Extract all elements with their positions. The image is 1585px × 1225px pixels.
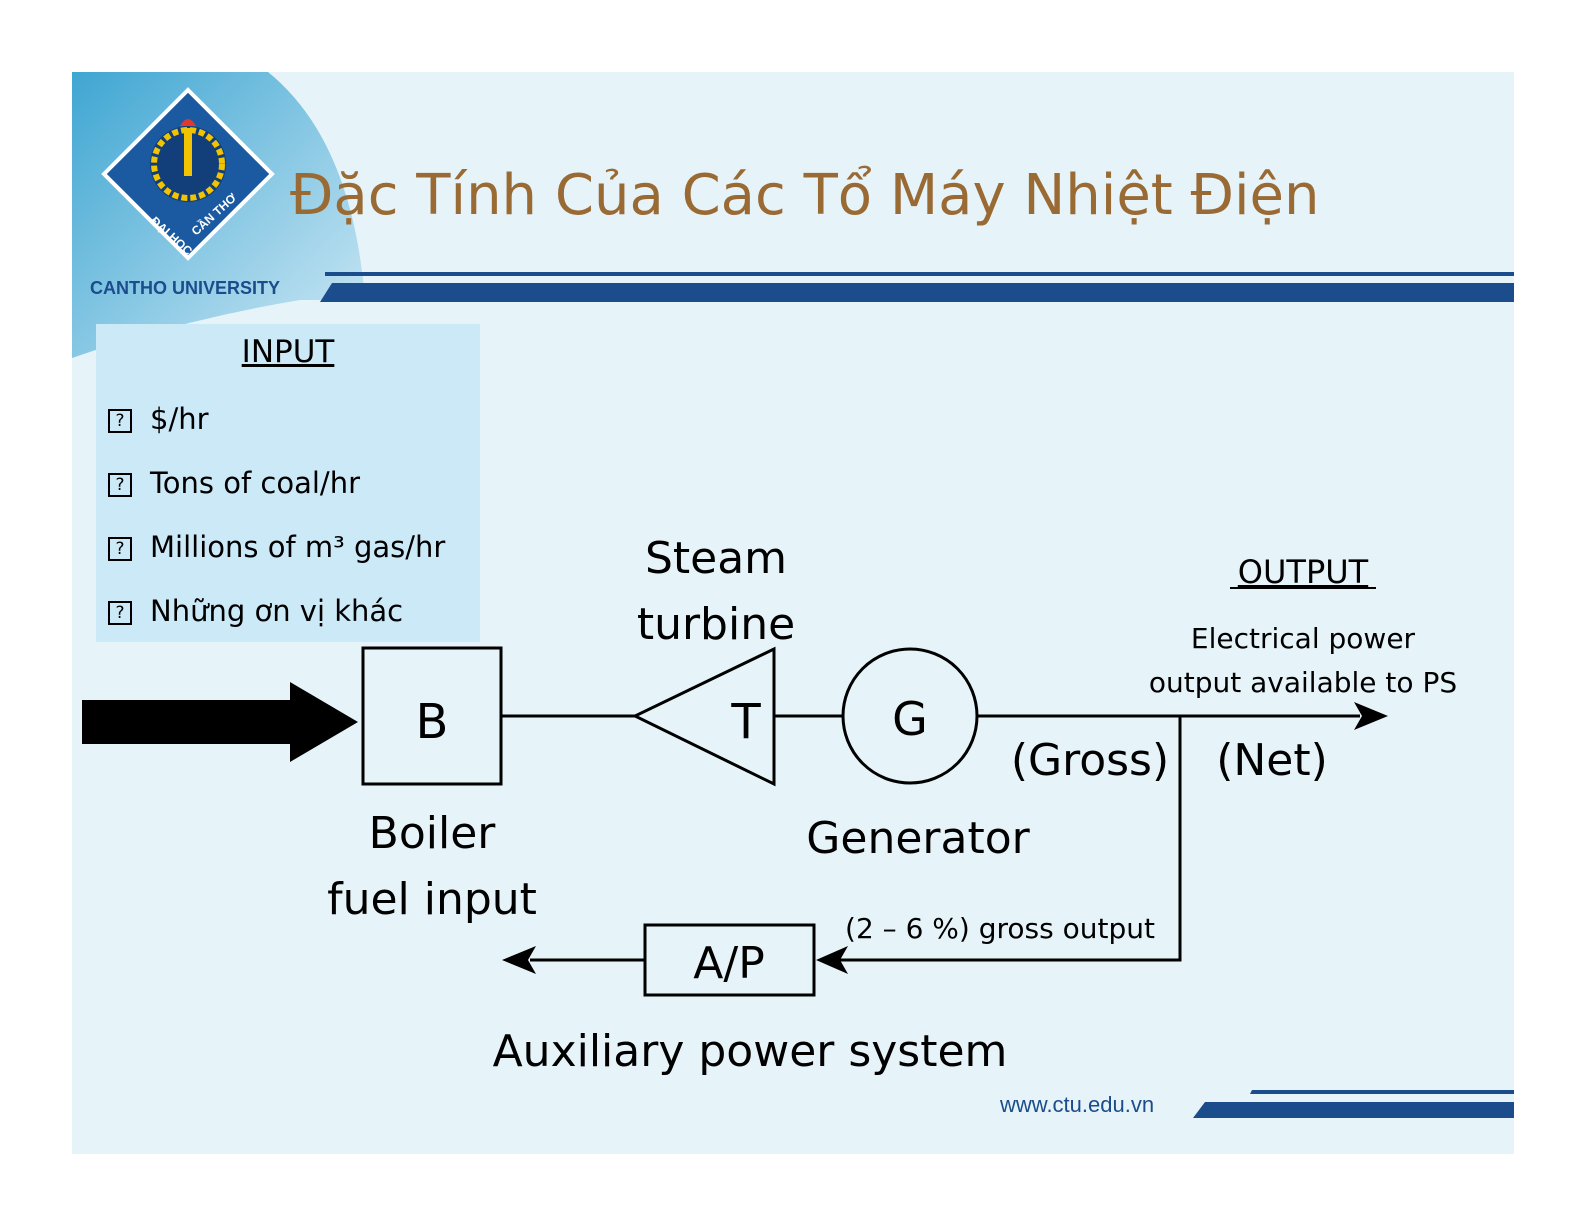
input-heading: INPUT xyxy=(241,334,335,370)
output-heading: OUTPUT xyxy=(1238,553,1369,591)
generator-label: Generator xyxy=(806,813,1030,864)
input-item-coal: ? Tons of coal/hr xyxy=(108,466,360,500)
missing-glyph-icon: ? xyxy=(108,473,132,497)
auxiliary-feed-label: (2 – 6 %) gross output xyxy=(845,912,1155,945)
auxiliary-feed-arrowhead xyxy=(816,946,848,974)
auxiliary-letter: A/P xyxy=(693,938,764,989)
power-plant-diagram: B Boiler fuel input T Steam turbine G Ge… xyxy=(82,533,1457,1077)
output-arrowhead xyxy=(1354,702,1388,730)
university-name: CANTHO UNIVERSITY xyxy=(90,278,280,298)
input-panel: INPUT ? $/hr ? Tons of coal/hr ? Millions o… xyxy=(96,324,480,642)
header-thin-line xyxy=(325,272,1514,276)
turbine-letter: T xyxy=(730,694,761,750)
input-item-gas: ? Millions of m³ gas/hr xyxy=(108,530,445,564)
output-description-line2: output available to PS xyxy=(1149,666,1457,699)
header-band xyxy=(320,283,1514,302)
fuel-input-arrow xyxy=(82,682,358,762)
website-url: www.ctu.edu.vn xyxy=(999,1092,1154,1117)
input-item-label: Millions of m³ gas/hr xyxy=(150,530,446,564)
input-item-label: $/hr xyxy=(150,402,209,436)
gross-label: (Gross) xyxy=(1011,735,1169,786)
boiler-letter: B xyxy=(416,694,449,750)
input-item-label: Những ơn vị khác xyxy=(150,594,404,628)
auxiliary-label: Auxiliary power system xyxy=(493,1026,1008,1077)
auxiliary-output-arrowhead xyxy=(502,946,536,974)
footer: www.ctu.edu.vn xyxy=(999,1090,1514,1118)
page-title: Đặc Tính Của Các Tổ Máy Nhiệt Điện xyxy=(290,163,1319,228)
net-label: (Net) xyxy=(1216,735,1328,786)
missing-glyph-icon: ? xyxy=(108,601,132,625)
auxiliary-feed-line xyxy=(832,716,1182,962)
footer-band xyxy=(1193,1102,1514,1118)
missing-glyph-icon: ? xyxy=(108,409,132,433)
output-description: Electrical power xyxy=(1191,622,1416,655)
turbine-label-steam: Steam xyxy=(645,533,787,584)
turbine-label: turbine xyxy=(637,599,795,650)
missing-glyph-icon: ? xyxy=(108,537,132,561)
footer-thin-line xyxy=(1250,1090,1514,1094)
boiler-label-fuel-input: fuel input xyxy=(327,874,537,925)
input-item-cost: ? $/hr xyxy=(108,402,209,436)
input-item-other-units: ? Những ơn vị khác xyxy=(108,594,403,628)
input-item-label: Tons of coal/hr xyxy=(150,466,360,500)
boiler-label: Boiler xyxy=(369,808,497,859)
generator-letter: G xyxy=(892,692,928,746)
